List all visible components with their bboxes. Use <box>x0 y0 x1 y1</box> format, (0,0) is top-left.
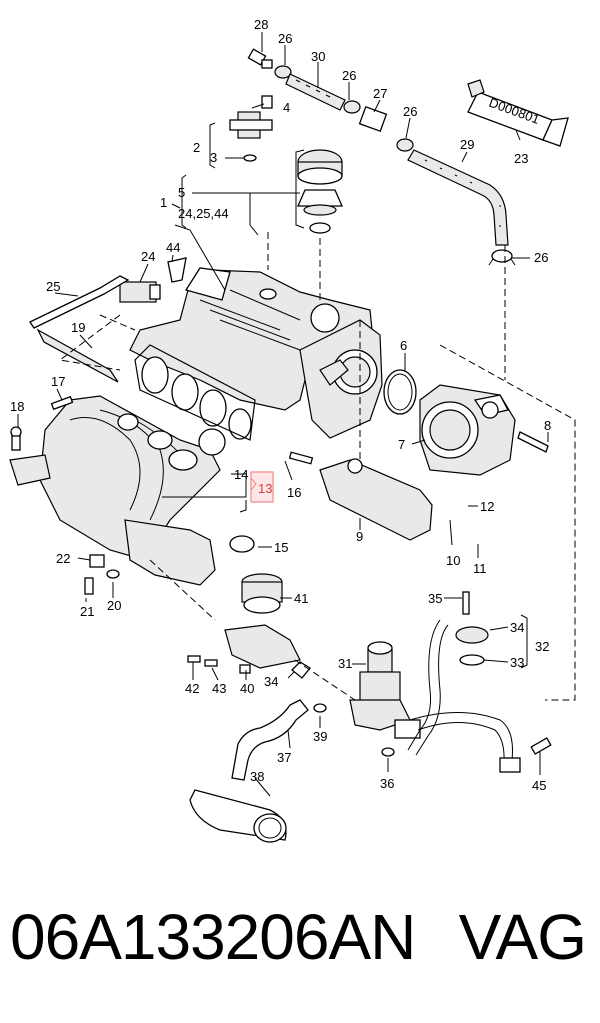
gasket-strip <box>36 328 119 383</box>
throttle-body <box>419 384 549 476</box>
callout-label: 38 <box>250 769 264 784</box>
callout-label: 26 <box>534 250 548 265</box>
callout-label: 33 <box>510 655 524 670</box>
callout-label: 14 <box>234 467 248 482</box>
egr-bracket <box>187 624 311 679</box>
callout-label: 10 <box>446 553 460 568</box>
callout-label: 26 <box>342 68 356 83</box>
vacuum-hose-assembly <box>247 48 516 266</box>
egr-pipe <box>84 519 255 595</box>
callout-label: 21 <box>80 604 94 619</box>
callout-label: 5 <box>178 185 185 200</box>
callout-label: 27 <box>373 86 387 101</box>
callout-label: 24,25,44 <box>178 206 229 221</box>
callout-label: 34 <box>510 620 524 635</box>
sensor-assembly <box>229 95 273 162</box>
pipe-flange <box>241 573 283 614</box>
callout-label: 26 <box>403 104 417 119</box>
solenoid-valve <box>29 257 187 329</box>
egr-valve <box>349 641 421 757</box>
callout-label: 44 <box>166 240 180 255</box>
callout-label: 41 <box>294 591 308 606</box>
callout-label: 19 <box>71 320 85 335</box>
callout-label: 25 <box>46 279 60 294</box>
callout-label: 37 <box>277 750 291 765</box>
callout-label: 40 <box>240 681 254 696</box>
callout-label: 1 <box>160 195 167 210</box>
callout-label: 18 <box>10 399 24 414</box>
lower-intake-runners <box>134 344 256 441</box>
lower-manifold <box>9 395 226 561</box>
highlight-box <box>250 471 274 503</box>
callout-label: 11 <box>473 561 487 576</box>
bracket <box>288 451 433 541</box>
callout-label: 45 <box>532 778 546 793</box>
callout-label: 43 <box>212 681 226 696</box>
coolant-hoses <box>189 699 327 843</box>
callout-label: 24 <box>141 249 155 264</box>
callout-label: 12 <box>480 499 494 514</box>
callout-label: 22 <box>56 551 70 566</box>
oil-filler-cap <box>297 149 343 234</box>
callout-label: 36 <box>380 776 394 791</box>
part-footer: 06A133206AN VAG <box>0 900 600 1000</box>
callout-label: 3 <box>210 150 217 165</box>
o-ring <box>383 369 417 415</box>
callout-label: 35 <box>428 591 442 606</box>
callout-label: 26 <box>278 31 292 46</box>
highlighted-callout: 13 <box>258 481 272 496</box>
assembly-lines <box>58 232 576 701</box>
part-number: 06A133206AN <box>10 901 416 973</box>
callout-label: 17 <box>51 374 65 389</box>
callout-label: 7 <box>398 437 405 452</box>
intake-manifold-exploded-diagram: D000801 <box>9 17 576 843</box>
callout-label: 30 <box>311 49 325 64</box>
callout-label: 28 <box>254 17 268 32</box>
callout-label: 42 <box>185 681 199 696</box>
return-pipe <box>407 591 552 773</box>
callout-labels: 28 26 30 26 27 26 4 2 3 5 1 24,25,44 29 … <box>10 17 551 793</box>
callout-label: 6 <box>400 338 407 353</box>
callout-label: 29 <box>460 137 474 152</box>
callout-label: 31 <box>338 656 352 671</box>
upper-intake-manifold <box>129 267 383 439</box>
callout-label: 4 <box>283 100 290 115</box>
callout-label: 16 <box>287 485 301 500</box>
callout-label: 23 <box>514 151 528 166</box>
callout-label: 9 <box>356 529 363 544</box>
leader-lines <box>17 32 549 797</box>
callout-label: 32 <box>535 639 549 654</box>
seal-14 <box>198 428 226 456</box>
callout-label: 8 <box>544 418 551 433</box>
callout-label: 39 <box>313 729 327 744</box>
callout-label: 20 <box>107 598 121 613</box>
brand-name: VAG <box>458 901 587 973</box>
callout-label: 34 <box>264 674 278 689</box>
callout-label: 15 <box>274 540 288 555</box>
callout-label: 2 <box>193 140 200 155</box>
